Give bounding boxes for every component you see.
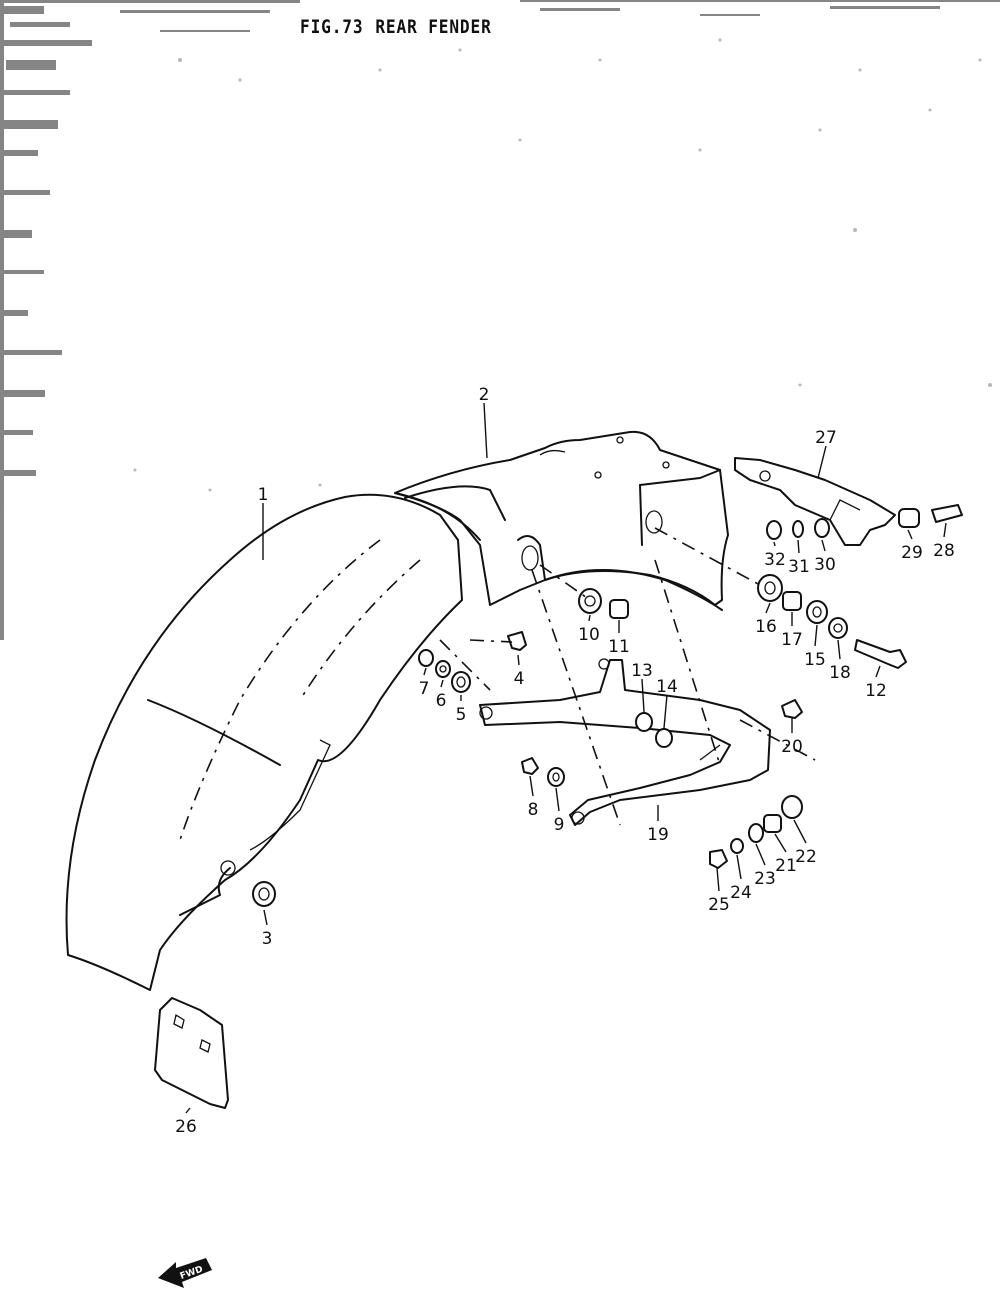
callout-leader-12 [875,665,881,678]
callout-leader-21 [774,833,787,853]
callout-2: 2 [479,385,490,405]
callout-leader-6 [440,679,444,688]
callout-leader-32 [773,541,776,547]
callout-12: 12 [865,681,887,701]
callout-28: 28 [933,541,955,561]
callout-8: 8 [528,800,539,820]
callout-15: 15 [804,650,826,670]
callout-leader-28 [943,522,947,538]
callout-18: 18 [829,663,851,683]
callout-leader-3 [263,909,268,926]
callout-7: 7 [419,679,430,699]
callout-layer: 1234567891011121314151617181920212223242… [175,385,955,1137]
callout-6: 6 [436,691,447,711]
callout-23: 23 [754,869,776,889]
assembly-guide-lines [439,527,816,826]
rear-fender [65,493,463,991]
callout-leader-10 [588,614,591,622]
callout-4: 4 [514,669,525,689]
callout-leader-8 [529,775,534,797]
callout-leader-13 [641,678,645,713]
callout-25: 25 [708,895,730,915]
forward-arrow-icon: FWD [158,1258,212,1288]
callout-leader-4 [517,654,520,666]
callout-leader-7 [423,667,427,676]
callout-21: 21 [775,856,797,876]
callout-leader-18 [837,639,841,660]
callout-26: 26 [175,1117,197,1137]
callout-19: 19 [647,825,669,845]
callout-20: 20 [781,737,803,757]
callout-27: 27 [815,428,837,448]
figure-number: FIG.73 [300,16,364,38]
callout-13: 13 [631,661,653,681]
rear-support-bracket [734,457,896,546]
callout-leader-14 [663,694,668,729]
callout-5: 5 [456,705,467,725]
callout-31: 31 [788,557,810,577]
callout-11: 11 [608,637,630,657]
callout-leader-16 [765,602,771,614]
fender-brace [479,658,771,826]
callout-leader-25 [716,867,720,892]
callout-leader-27 [817,445,827,479]
callout-22: 22 [795,847,817,867]
callout-17: 17 [781,630,803,650]
callout-9: 9 [554,815,565,835]
callout-leader-31 [797,539,800,554]
figure-title: FIG.73 REAR FENDER [300,16,504,38]
callout-16: 16 [755,617,777,637]
callout-14: 14 [656,677,678,697]
callout-leader-22 [793,819,807,844]
callout-leader-23 [755,843,766,866]
callout-leader-26 [185,1107,191,1114]
callout-1: 1 [258,485,269,505]
callout-32: 32 [764,550,786,570]
callout-10: 10 [578,625,600,645]
callout-leader-15 [814,624,818,647]
callout-24: 24 [730,883,752,903]
figure-name: REAR FENDER [375,16,492,38]
callout-3: 3 [262,929,273,949]
callout-leader-9 [555,787,560,812]
callout-leader-30 [821,539,826,552]
callout-leader-2 [483,402,488,459]
callout-leader-29 [907,529,913,540]
rear-fender-rear-section [394,430,729,611]
callout-30: 30 [814,555,836,575]
callout-leader-24 [736,854,742,880]
hardware-parts [154,504,963,1109]
callout-29: 29 [901,543,923,563]
